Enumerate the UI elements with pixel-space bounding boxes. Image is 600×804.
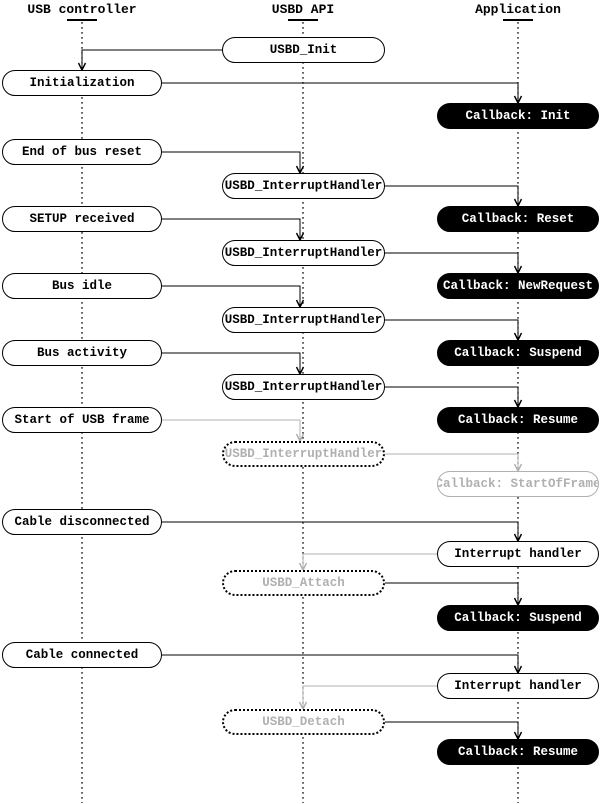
edge-event-setup-received-arrow [162, 218, 305, 242]
edge-event-cable-connected-arrow [162, 654, 523, 675]
node-event-setup-received: SETUP received [2, 206, 162, 232]
edge-usbd-detach-arrow [385, 721, 523, 741]
edge-event-initialization-arrow [162, 82, 523, 105]
node-interrupt-handler-2: USBD_InterruptHandler [222, 240, 385, 266]
node-callback-startofframe: Callback: StartOfFrame [437, 471, 599, 497]
node-callback-newrequest: Callback: NewRequest [437, 273, 599, 299]
edge-event-bus-activity-arrow [162, 352, 305, 376]
column-label-usb-controller: USB controller [27, 2, 137, 17]
node-callback-suspend-2: Callback: Suspend [437, 605, 599, 631]
edge-interrupt-handler-ghost-arrow [385, 453, 523, 473]
node-callback-init: Callback: Init [437, 103, 599, 129]
node-interrupt-handler-ghost: USBD_InterruptHandler [222, 441, 385, 467]
edge-usbd-init-arrow [77, 49, 222, 72]
column-underline-usb-controller [67, 19, 97, 21]
node-event-initialization: Initialization [2, 70, 162, 96]
edge-interrupt-handler-app-1-arrow [298, 553, 437, 572]
node-usbd-detach: USBD_Detach [222, 709, 385, 735]
node-interrupt-handler-1: USBD_InterruptHandler [222, 173, 385, 199]
edge-event-end-of-bus-reset-arrow [162, 151, 305, 175]
node-event-start-of-usb-frame: Start of USB frame [2, 407, 162, 433]
edge-interrupt-handler-4-arrow [385, 386, 523, 409]
node-event-cable-connected: Cable connected [2, 642, 162, 668]
node-callback-suspend-1: Callback: Suspend [437, 340, 599, 366]
node-usbd-attach: USBD_Attach [222, 570, 385, 596]
node-event-end-of-bus-reset: End of bus reset [2, 139, 162, 165]
edge-interrupt-handler-app-2-arrow [298, 685, 437, 711]
node-callback-resume-2: Callback: Resume [437, 739, 599, 765]
column-label-usbd-api: USBD API [271, 2, 335, 17]
edge-interrupt-handler-1-arrow [385, 185, 523, 208]
edge-event-bus-idle-arrow [162, 285, 305, 309]
edge-usbd-attach-arrow [385, 582, 523, 607]
column-label-application: Application [475, 2, 561, 17]
edge-event-cable-disconnected-arrow [162, 521, 523, 543]
column-underline-usbd-api [288, 19, 318, 21]
node-event-bus-activity: Bus activity [2, 340, 162, 366]
column-underline-application [503, 19, 533, 21]
edge-interrupt-handler-2-arrow [385, 252, 523, 275]
node-callback-resume-1: Callback: Resume [437, 407, 599, 433]
node-interrupt-handler-4: USBD_InterruptHandler [222, 374, 385, 400]
node-interrupt-handler-app-1: Interrupt handler [437, 541, 599, 567]
node-interrupt-handler-app-2: Interrupt handler [437, 673, 599, 699]
node-event-cable-disconnected: Cable disconnected [2, 509, 162, 535]
node-callback-reset: Callback: Reset [437, 206, 599, 232]
node-usbd-init: USBD_Init [222, 37, 385, 63]
edge-interrupt-handler-3-arrow [385, 319, 523, 342]
node-interrupt-handler-3: USBD_InterruptHandler [222, 307, 385, 333]
node-event-bus-idle: Bus idle [2, 273, 162, 299]
edge-event-start-of-usb-frame-arrow [162, 419, 305, 443]
